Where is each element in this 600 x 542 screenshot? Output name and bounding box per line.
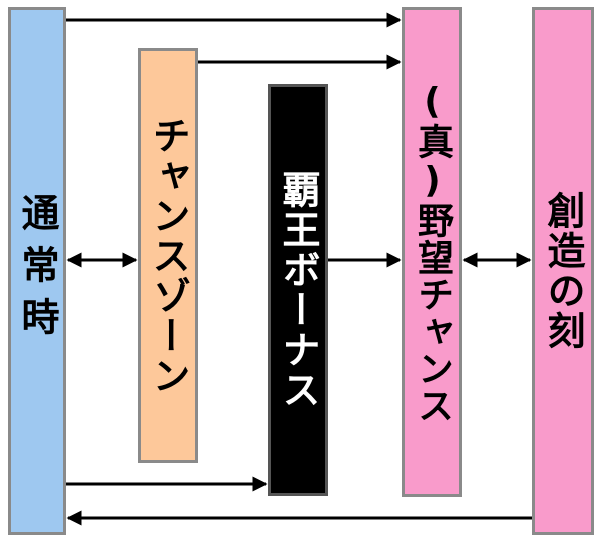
node-shin-yabou-chance-label: (真)野望チャンス	[412, 80, 453, 424]
node-haou-bonus: 覇王ボーナス	[268, 84, 328, 496]
node-chance-zone: チャンスゾーン	[138, 48, 198, 463]
node-haou-bonus-label: 覇王ボーナス	[276, 170, 320, 410]
node-shin-yabou-chance: (真)野望チャンス	[402, 7, 462, 497]
node-normal-label: 通常時	[15, 193, 59, 349]
node-normal: 通常時	[8, 7, 66, 535]
node-souzou-no-koku-label: 創造の刻	[541, 191, 585, 351]
node-chance-zone-label: チャンスゾーン	[146, 115, 190, 396]
node-souzou-no-koku: 創造の刻	[532, 7, 594, 535]
